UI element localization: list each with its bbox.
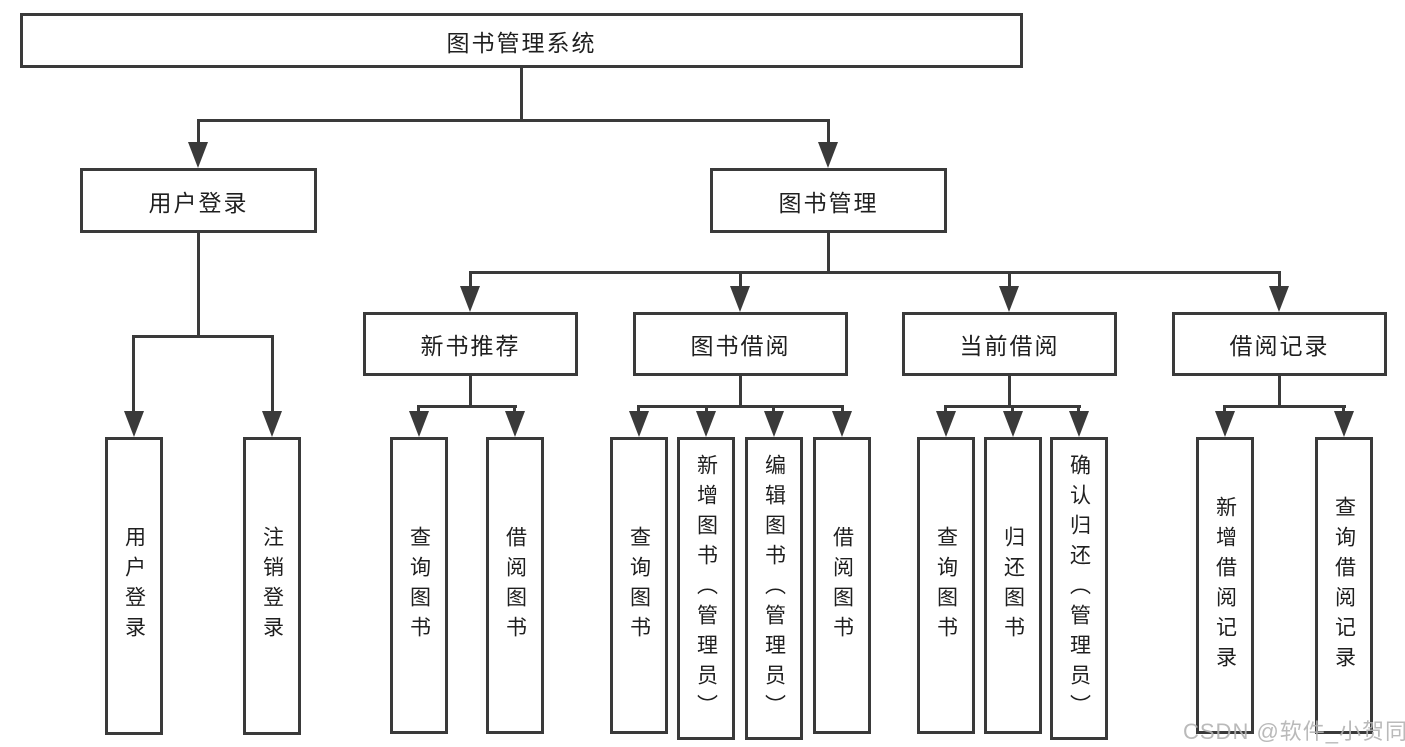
connector-root-stem [520, 68, 523, 122]
leaf-confirm-return-admin: 确认归还（管理员） [1050, 437, 1108, 740]
connector-leaf-stem [1011, 405, 1014, 415]
leaf-borrow-books-recommend-label: 借阅图书 [503, 525, 527, 646]
arrowhead-down [1069, 411, 1089, 437]
connector-borrow-records-split [1223, 405, 1346, 408]
leaf-add-borrow-record: 新增借阅记录 [1196, 437, 1254, 734]
connector-to-book-management [827, 119, 830, 146]
connector-leaf-stem [841, 405, 844, 415]
connector-leaf-stem [944, 405, 947, 415]
arrowhead-down [629, 411, 649, 437]
connector-to-book-borrow [739, 271, 742, 291]
connector-book-management-split [469, 271, 1281, 274]
connector-borrow-records-stem [1278, 376, 1281, 408]
connector-new-book-split [417, 405, 517, 408]
arrowhead-down [409, 411, 429, 437]
connector-leaf-stem [417, 405, 420, 415]
arrowhead-down [936, 411, 956, 437]
connector-book-borrow-stem [739, 376, 742, 408]
leaf-query-books-borrow: 查询图书 [610, 437, 668, 734]
leaf-return-books-label: 归还图书 [1001, 525, 1025, 646]
leaf-query-books-current-label: 查询图书 [934, 525, 958, 646]
connector-book-management-stem [827, 233, 830, 274]
arrowhead-down [696, 411, 716, 437]
arrowhead-down [188, 142, 208, 168]
arrowhead-down [460, 286, 480, 312]
arrowhead-down [124, 411, 144, 437]
node-borrow-records-label: 借阅记录 [1229, 333, 1330, 359]
leaf-query-borrow-record: 查询借阅记录 [1315, 437, 1373, 734]
connector-leaf-stem [772, 405, 775, 415]
connector-root-split [197, 119, 830, 122]
arrowhead-down [764, 411, 784, 437]
watermark: CSDN @软件_小贺同学 [1183, 719, 1405, 744]
connector-leaf-stem [705, 405, 708, 415]
arrowhead-down [999, 286, 1019, 312]
connector-leaf-stem [513, 405, 516, 415]
arrowhead-down [1269, 286, 1289, 312]
leaf-edit-book-admin: 编辑图书（管理员） [745, 437, 803, 740]
arrowhead-down [730, 286, 750, 312]
node-user-login-label: 用户登录 [148, 189, 249, 216]
leaf-return-books: 归还图书 [984, 437, 1042, 734]
arrowhead-down [262, 411, 282, 437]
leaf-edit-book-admin-label: 编辑图书（管理员） [762, 453, 786, 724]
connector-user-login-stem [197, 233, 200, 337]
leaf-confirm-return-admin-label: 确认归还（管理员） [1067, 453, 1091, 724]
node-current-borrow-label: 当前借阅 [959, 333, 1060, 359]
leaf-user-login-label: 用户登录 [122, 526, 146, 646]
connector-to-user-login [197, 119, 200, 146]
connector-leaf-stem [1077, 405, 1080, 415]
leaf-add-borrow-record-label: 新增借阅记录 [1213, 495, 1237, 676]
node-book-management: 图书管理 [710, 168, 947, 233]
leaf-query-books-borrow-label: 查询图书 [627, 525, 651, 646]
node-book-borrow: 图书借阅 [633, 312, 848, 376]
node-library-system-label: 图书管理系统 [446, 29, 597, 56]
leaf-user-login: 用户登录 [105, 437, 163, 735]
leaf-query-books-current: 查询图书 [917, 437, 975, 734]
node-library-system: 图书管理系统 [20, 13, 1023, 68]
connector-leaf-stem [1223, 405, 1226, 415]
node-new-book-recommend-label: 新书推荐 [420, 333, 521, 359]
leaf-borrow-books-recommend: 借阅图书 [486, 437, 544, 734]
leaf-logout: 注销登录 [243, 437, 301, 735]
connector-to-current-borrow [1008, 271, 1011, 291]
leaf-borrow-books: 借阅图书 [813, 437, 871, 734]
arrowhead-down [1003, 411, 1023, 437]
leaf-logout-label: 注销登录 [260, 526, 284, 646]
node-book-management-label: 图书管理 [778, 189, 879, 216]
leaf-query-borrow-record-label: 查询借阅记录 [1332, 495, 1356, 676]
connector-current-borrow-stem [1008, 376, 1011, 408]
arrowhead-down [505, 411, 525, 437]
connector-to-leaf-user-login [132, 335, 135, 415]
connector-user-login-split [132, 335, 274, 338]
leaf-borrow-books-label: 借阅图书 [830, 525, 854, 646]
node-borrow-records: 借阅记录 [1172, 312, 1387, 376]
leaf-query-books-recommend-label: 查询图书 [407, 525, 431, 646]
leaf-add-book-admin: 新增图书（管理员） [677, 437, 735, 740]
node-new-book-recommend: 新书推荐 [363, 312, 578, 376]
leaf-add-book-admin-label: 新增图书（管理员） [694, 453, 718, 724]
connector-to-leaf-logout [271, 335, 274, 415]
leaf-query-books-recommend: 查询图书 [390, 437, 448, 734]
arrowhead-down [1334, 411, 1354, 437]
arrowhead-down [818, 142, 838, 168]
node-book-borrow-label: 图书借阅 [690, 333, 791, 359]
connector-to-new-book-recommend [469, 271, 472, 291]
arrowhead-down [1215, 411, 1235, 437]
connector-to-borrow-records [1278, 271, 1281, 291]
connector-leaf-stem [1342, 405, 1345, 415]
connector-book-borrow-split [637, 405, 844, 408]
node-user-login: 用户登录 [80, 168, 317, 233]
arrowhead-down [832, 411, 852, 437]
connector-leaf-stem [637, 405, 640, 415]
connector-new-book-stem [469, 376, 472, 408]
node-current-borrow: 当前借阅 [902, 312, 1117, 376]
